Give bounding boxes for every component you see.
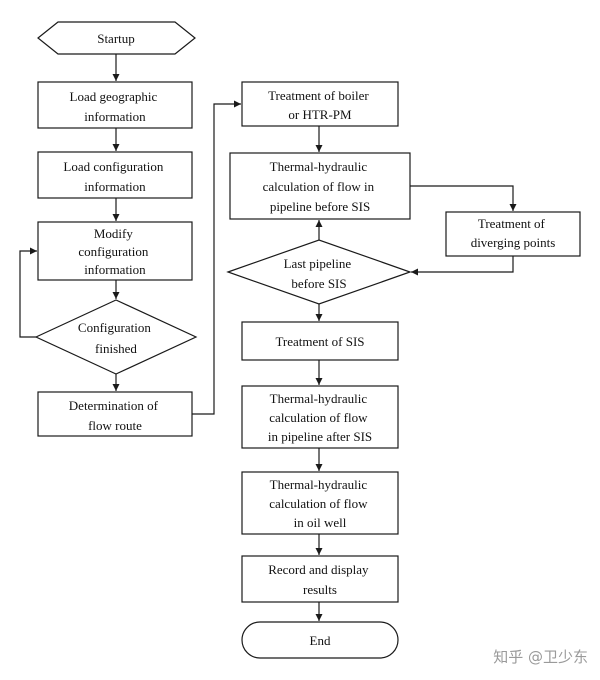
config-finished-label: Configuration finished [78,320,154,356]
watermark: 知乎 @卫少东 [493,648,588,666]
last-pipeline-label: Last pipeline before SIS [284,256,355,291]
edge-thermalbefore-diverging [410,185,517,211]
last-pipeline-shape [226,239,412,305]
treatment-boiler-shape [241,81,399,127]
thermal-after-label: Thermal-hydraulic calculation of flow in… [268,391,372,444]
thermal-before-label: Thermal-hydraulic calculation of flow in… [263,159,378,214]
determination-label: Determination of flow route [69,398,161,433]
load-config-label: Load configuration information [63,159,166,194]
load-config-shape [37,151,193,199]
edge-determination-boiler [192,100,241,415]
load-geo-shape [37,81,193,129]
thermal-after-shape [241,385,399,449]
end-shape [241,621,399,659]
record-shape [241,555,399,603]
load-geo-label: Load geographic information [70,89,161,124]
treatment-sis-label: Treatment of SIS [275,334,364,349]
modify-config-label: Modify configuration information [78,226,151,277]
thermal-well-shape [241,471,399,535]
end-label: End [310,633,331,648]
config-finished-shape [34,299,198,375]
edge-diverging-lastpipeline [411,256,514,276]
thermal-before-shape [229,152,411,220]
treatment-boiler-label: Treatment of boiler or HTR-PM [268,88,372,122]
diverging-label: Treatment of diverging points [471,216,556,250]
startup-label: Startup [97,31,135,46]
startup-shape [37,21,196,55]
edge-finished-modify-loop [19,247,37,338]
modify-config-shape [37,221,193,281]
diverging-shape [445,211,581,257]
determination-shape [37,391,193,437]
record-label: Record and display results [268,562,372,597]
treatment-sis-shape [241,321,399,361]
thermal-well-label: Thermal-hydraulic calculation of flow in… [269,477,370,530]
